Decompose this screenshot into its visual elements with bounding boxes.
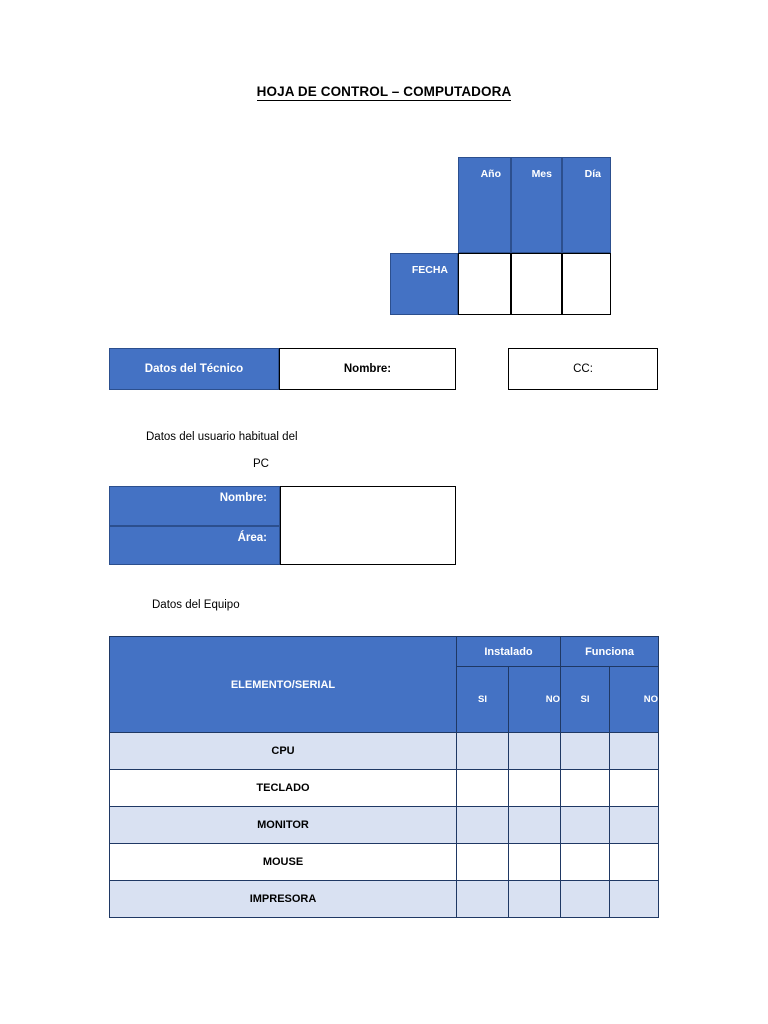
equipment-subcol-works-si: SI xyxy=(560,666,611,733)
page-title: HOJA DE CONTROL – COMPUTADORA xyxy=(0,84,768,101)
cpu-works-si-cell[interactable] xyxy=(560,732,611,770)
equipment-row-label-impresora: IMPRESORA xyxy=(109,880,457,918)
equipment-section-caption: Datos del Equipo xyxy=(152,599,240,611)
monitor-installed-no-cell[interactable] xyxy=(507,806,562,844)
equipment-row-label-mouse: MOUSE xyxy=(109,843,457,881)
monitor-works-no-cell[interactable] xyxy=(609,806,660,844)
mouse-installed-si-cell[interactable] xyxy=(456,843,509,881)
mouse-works-no-cell[interactable] xyxy=(609,843,660,881)
equipment-header-row-groups: ELEMENTO/SERIAL Instalado Funciona xyxy=(109,636,660,733)
teclado-works-no-cell[interactable] xyxy=(609,769,660,807)
date-table-header-row: Año Mes Día xyxy=(458,157,611,253)
user-caption-line-2: PC xyxy=(253,458,269,470)
impresora-works-si-cell[interactable] xyxy=(560,880,611,918)
user-area-label: Área: xyxy=(109,525,280,565)
monitor-installed-si-cell[interactable] xyxy=(456,806,509,844)
page-title-text: HOJA DE CONTROL – COMPUTADORA xyxy=(256,84,512,101)
equipment-subcol-works-no: NO xyxy=(609,666,660,733)
equipment-row-label-cpu: CPU xyxy=(109,732,457,770)
technician-name-label[interactable]: Nombre: xyxy=(279,348,456,390)
date-header-month: Mes xyxy=(511,157,562,253)
technician-table: Datos del Técnico Nombre: xyxy=(109,348,456,390)
date-header-year: Año xyxy=(458,157,511,253)
date-header-day: Día xyxy=(562,157,611,253)
date-row-label-fecha: FECHA xyxy=(390,253,458,315)
technician-section-label: Datos del Técnico xyxy=(109,348,279,390)
date-value-year[interactable] xyxy=(458,253,511,315)
date-value-month[interactable] xyxy=(511,253,562,315)
date-table-value-row: FECHA xyxy=(390,253,611,315)
equipment-row-label-monitor: MONITOR xyxy=(109,806,457,844)
mouse-works-si-cell[interactable] xyxy=(560,843,611,881)
equipment-header-row-sub: SI NO SI NO xyxy=(110,666,660,733)
table-row: CPU xyxy=(109,732,660,770)
user-table-labels: Nombre: Área: xyxy=(109,486,280,565)
table-row: TECLADO xyxy=(109,769,660,807)
technician-cc-field[interactable]: CC: xyxy=(508,348,658,390)
date-value-day[interactable] xyxy=(562,253,611,315)
cpu-installed-no-cell[interactable] xyxy=(507,732,562,770)
teclado-installed-no-cell[interactable] xyxy=(507,769,562,807)
impresora-works-no-cell[interactable] xyxy=(609,880,660,918)
monitor-works-si-cell[interactable] xyxy=(560,806,611,844)
cpu-installed-si-cell[interactable] xyxy=(456,732,509,770)
impresora-installed-si-cell[interactable] xyxy=(456,880,509,918)
table-row: MOUSE xyxy=(109,843,660,881)
impresora-installed-no-cell[interactable] xyxy=(507,880,562,918)
user-name-label: Nombre: xyxy=(109,486,280,526)
user-table: Nombre: Área: xyxy=(109,486,456,565)
mouse-installed-no-cell[interactable] xyxy=(507,843,562,881)
equipment-col-works: Funciona xyxy=(560,636,660,667)
table-row: IMPRESORA xyxy=(109,880,660,918)
cpu-works-no-cell[interactable] xyxy=(609,732,660,770)
teclado-works-si-cell[interactable] xyxy=(560,769,611,807)
teclado-installed-si-cell[interactable] xyxy=(456,769,509,807)
equipment-table-body: CPU TECLADO MONITOR MOUSE xyxy=(109,732,660,918)
table-row: MONITOR xyxy=(109,806,660,844)
equipment-row-label-teclado: TECLADO xyxy=(109,769,457,807)
equipment-subcol-installed-no: NO xyxy=(507,666,562,733)
equipment-col-installed: Instalado xyxy=(455,636,562,667)
user-caption-line-1: Datos del usuario habitual del xyxy=(146,431,298,443)
equipment-table: ELEMENTO/SERIAL Instalado Funciona SI NO… xyxy=(109,636,660,918)
date-table: Año Mes Día FECHA xyxy=(390,157,611,315)
equipment-col-element: ELEMENTO/SERIAL xyxy=(109,636,457,733)
equipment-subcol-installed-si: SI xyxy=(456,666,509,733)
user-section-caption: Datos del usuario habitual del PC xyxy=(146,424,376,478)
user-values-field[interactable] xyxy=(280,486,456,565)
equipment-table-head: ELEMENTO/SERIAL Instalado Funciona SI NO… xyxy=(109,636,660,733)
